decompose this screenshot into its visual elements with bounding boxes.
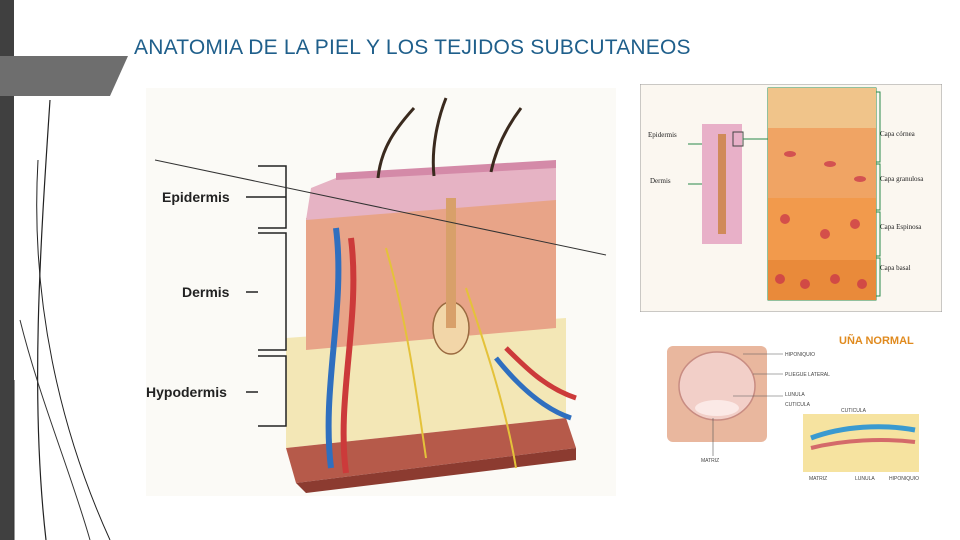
dermis-block — [306, 198, 556, 350]
hypodermis-fat — [286, 318, 566, 448]
skin-cross-section-illustration: Epidermis Dermis Hypodermis — [146, 88, 616, 496]
label-cuticula: CUTICULA — [785, 402, 811, 408]
accent-tab — [0, 56, 128, 96]
label-capa-cornea: Capa córnea — [880, 130, 916, 138]
label-pliegue-lateral: PLIEGUE LATERAL — [785, 372, 830, 378]
label-matriz-cross: MATRIZ — [809, 476, 827, 482]
decorative-lines — [13, 99, 111, 540]
nail-cross-section — [803, 414, 919, 472]
nail-plate — [678, 351, 756, 421]
slide-title: ANATOMIA DE LA PIEL Y LOS TEJIDOS SUBCUT… — [134, 36, 691, 59]
hypodermis-bracket — [258, 355, 287, 427]
vein — [325, 227, 342, 469]
artery — [340, 237, 357, 474]
label-lunula-cross: LUNULA — [855, 476, 875, 482]
label-hiponiquio-cross: HIPONIQUIO — [889, 476, 919, 482]
epidermis-histology-inset: Epidermis Dermis Capa córnea Capa granul… — [640, 84, 942, 312]
label-lunula: LUNULA — [785, 392, 805, 398]
label-dermis: Dermis — [182, 284, 230, 300]
left-sidebar-bar — [0, 0, 14, 540]
vein — [494, 356, 572, 421]
muscle-layer — [286, 418, 576, 483]
nail-title: UÑA NORMAL — [839, 334, 914, 347]
label-hiponiquio: HIPONIQUIO — [785, 352, 815, 358]
label-cuticula-cross: CUTICULA — [841, 408, 867, 414]
label-capa-basal: Capa basal — [880, 264, 911, 272]
histo-label-dermis: Dermis — [650, 177, 671, 185]
normal-nail-diagram: UÑA NORMAL HIPONIQUIO PLIEGUE LATERAL LU… — [643, 318, 935, 488]
label-matriz: MATRIZ — [701, 458, 719, 464]
label-capa-granulosa: Capa granulosa — [880, 175, 924, 183]
nerve — [465, 287, 517, 469]
label-capa-espinosa: Capa Espinosa — [880, 223, 922, 231]
label-epidermis: Epidermis — [162, 189, 230, 205]
histo-label-epidermis: Epidermis — [648, 131, 677, 139]
nerve — [385, 247, 427, 459]
artery — [504, 346, 577, 401]
label-hypodermis: Hypodermis — [146, 384, 227, 400]
